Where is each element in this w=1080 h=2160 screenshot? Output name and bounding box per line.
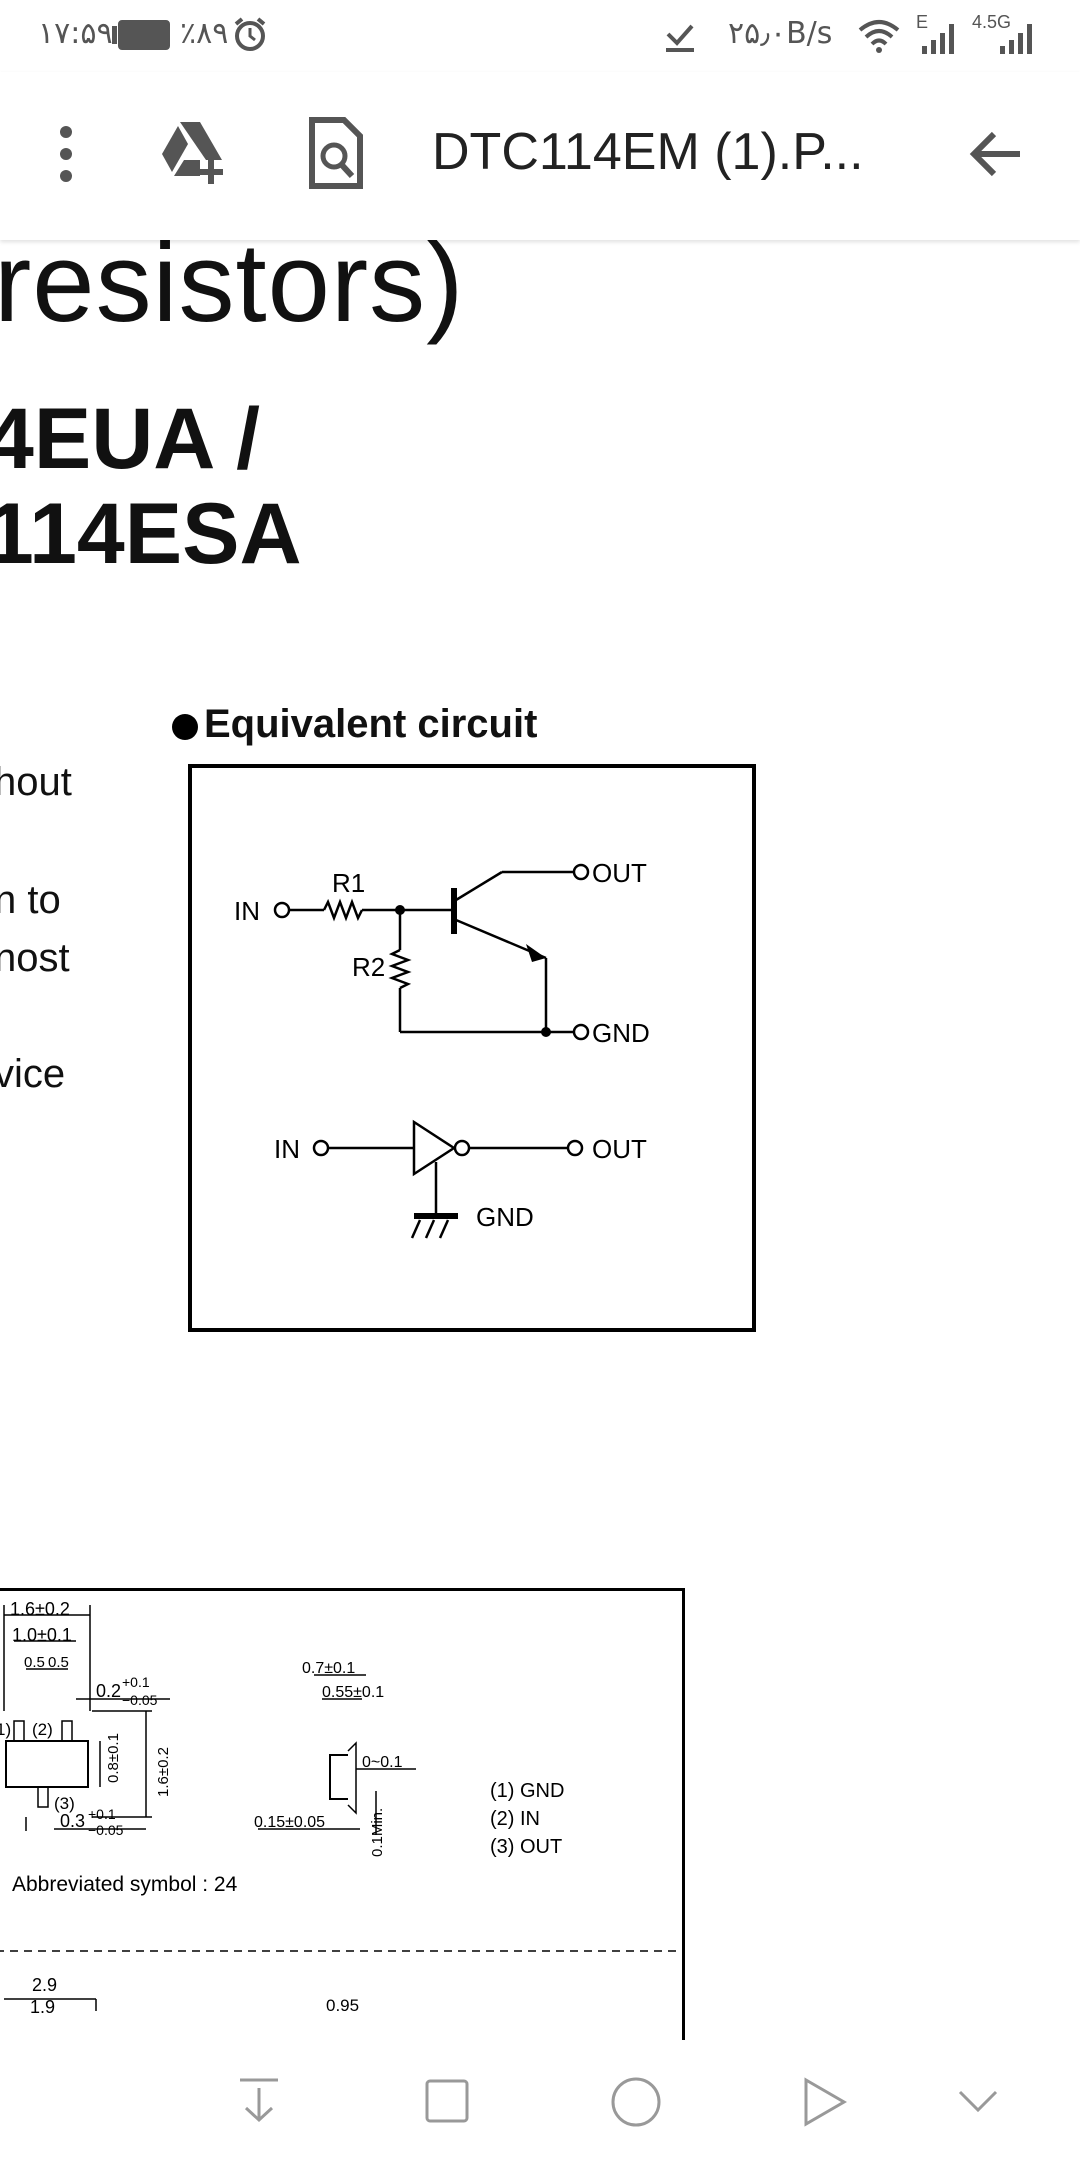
dim-5-tol-down: −0.05 xyxy=(122,1692,158,1708)
signal-icon-2 xyxy=(998,22,1038,54)
pin-3-label: (3) xyxy=(54,1794,75,1813)
heading-line-3: 114ESA xyxy=(0,486,302,582)
inverter-gnd-label: GND xyxy=(476,1202,534,1232)
download-done-icon xyxy=(664,20,696,54)
pdf-page-view[interactable]: resistors) 4EUA / 114ESA hout n to nost … xyxy=(0,240,1080,2040)
find-in-document-icon[interactable] xyxy=(306,116,366,192)
wifi-icon xyxy=(856,16,902,56)
status-bar: ۱۷:۵۹ ٪۸۹ ۲۵٫۰B/s E 4.5G xyxy=(0,0,1080,72)
abbreviated-symbol: Abbreviated symbol : 24 xyxy=(12,1873,238,1896)
recents-icon[interactable] xyxy=(424,2078,470,2124)
body-fragment-1: hout xyxy=(0,760,72,804)
heading-line-2: 4EUA / xyxy=(0,391,260,487)
dim-7: 1.6±0.2 xyxy=(155,1747,172,1797)
body-fragment-3: nost xyxy=(0,936,70,980)
legend-out: (3) OUT xyxy=(490,1836,562,1858)
dim-10: 0.55±0.1 xyxy=(322,1684,384,1701)
dim-8-tol-down: −0.05 xyxy=(88,1822,124,1838)
pin-1-label: 1) xyxy=(0,1720,11,1739)
dim-9: 0.7±0.1 xyxy=(302,1660,355,1677)
alarm-icon xyxy=(232,16,268,52)
status-time: ۱۷:۵۹ xyxy=(38,16,113,51)
inverter-out-label: OUT xyxy=(592,1134,647,1164)
circuit-out-label: OUT xyxy=(592,858,647,888)
dim-8: 0.3 xyxy=(60,1811,85,1831)
dim-15: 1.9 xyxy=(30,1997,55,2017)
dim-5-tol-up: +0.1 xyxy=(122,1674,150,1690)
equivalent-circuit-diagram: IN R1 R2 OUT GND IN OUT GND xyxy=(188,764,756,1332)
more-options-icon[interactable] xyxy=(46,124,86,184)
network-speed: ۲۵٫۰B/s xyxy=(728,16,833,51)
dim-8-tol-up: +0.1 xyxy=(88,1806,116,1822)
dim-14: 2.9 xyxy=(32,1975,57,1995)
dim-13: 0.1Min. xyxy=(369,1808,386,1857)
dim-12: 0.15±0.05 xyxy=(254,1814,325,1831)
dim-5: 0.2 xyxy=(96,1681,121,1701)
signal-type-2: 4.5G xyxy=(972,12,1012,32)
circuit-in-label: IN xyxy=(234,896,260,926)
signal-icon-1 xyxy=(920,22,960,54)
legend-in: (2) IN xyxy=(490,1808,540,1830)
circuit-r1-label: R1 xyxy=(332,868,365,898)
dim-16: 0.95 xyxy=(326,1996,359,2015)
dim-2: 1.0±0.1 xyxy=(12,1625,72,1645)
back-arrow-icon[interactable] xyxy=(968,126,1024,182)
battery-icon xyxy=(112,20,170,50)
circuit-r2-label: R2 xyxy=(352,952,385,982)
body-fragment-4: vice xyxy=(0,1052,66,1096)
package-dimensions-diagram: 1.6±0.2 1.0±0.1 0.5 0.5 0.2 +0.1 −0.05 1… xyxy=(0,1588,685,2040)
document-title: DTC114EM (1).P... xyxy=(432,123,864,181)
legend-gnd: (1) GND xyxy=(490,1780,564,1802)
add-to-drive-icon[interactable] xyxy=(156,116,228,188)
signal-type-1: E xyxy=(916,12,929,32)
dim-11: 0~0.1 xyxy=(362,1754,403,1771)
dim-1: 1.6±0.2 xyxy=(10,1599,70,1619)
bullet-icon xyxy=(172,714,198,740)
heading-line-1: resistors) xyxy=(0,240,465,345)
equivalent-circuit-title: Equivalent circuit xyxy=(204,702,538,746)
back-triangle-icon[interactable] xyxy=(800,2076,848,2128)
dim-4: 0.5 xyxy=(48,1654,69,1671)
navigation-bar xyxy=(0,2040,1080,2160)
body-fragment-2: n to xyxy=(0,878,61,922)
hide-nav-icon[interactable] xyxy=(236,2076,282,2128)
app-toolbar: DTC114EM (1).P... xyxy=(0,72,1080,240)
dim-3: 0.5 xyxy=(24,1654,45,1671)
battery-percent: ٪۸۹ xyxy=(180,16,229,51)
pin-2-label: (2) xyxy=(32,1720,53,1739)
chevron-down-icon[interactable] xyxy=(956,2088,1000,2116)
inverter-in-label: IN xyxy=(274,1134,300,1164)
circuit-gnd-label: GND xyxy=(592,1018,650,1048)
home-icon[interactable] xyxy=(610,2076,662,2128)
dim-6: 0.8±0.1 xyxy=(105,1733,122,1783)
